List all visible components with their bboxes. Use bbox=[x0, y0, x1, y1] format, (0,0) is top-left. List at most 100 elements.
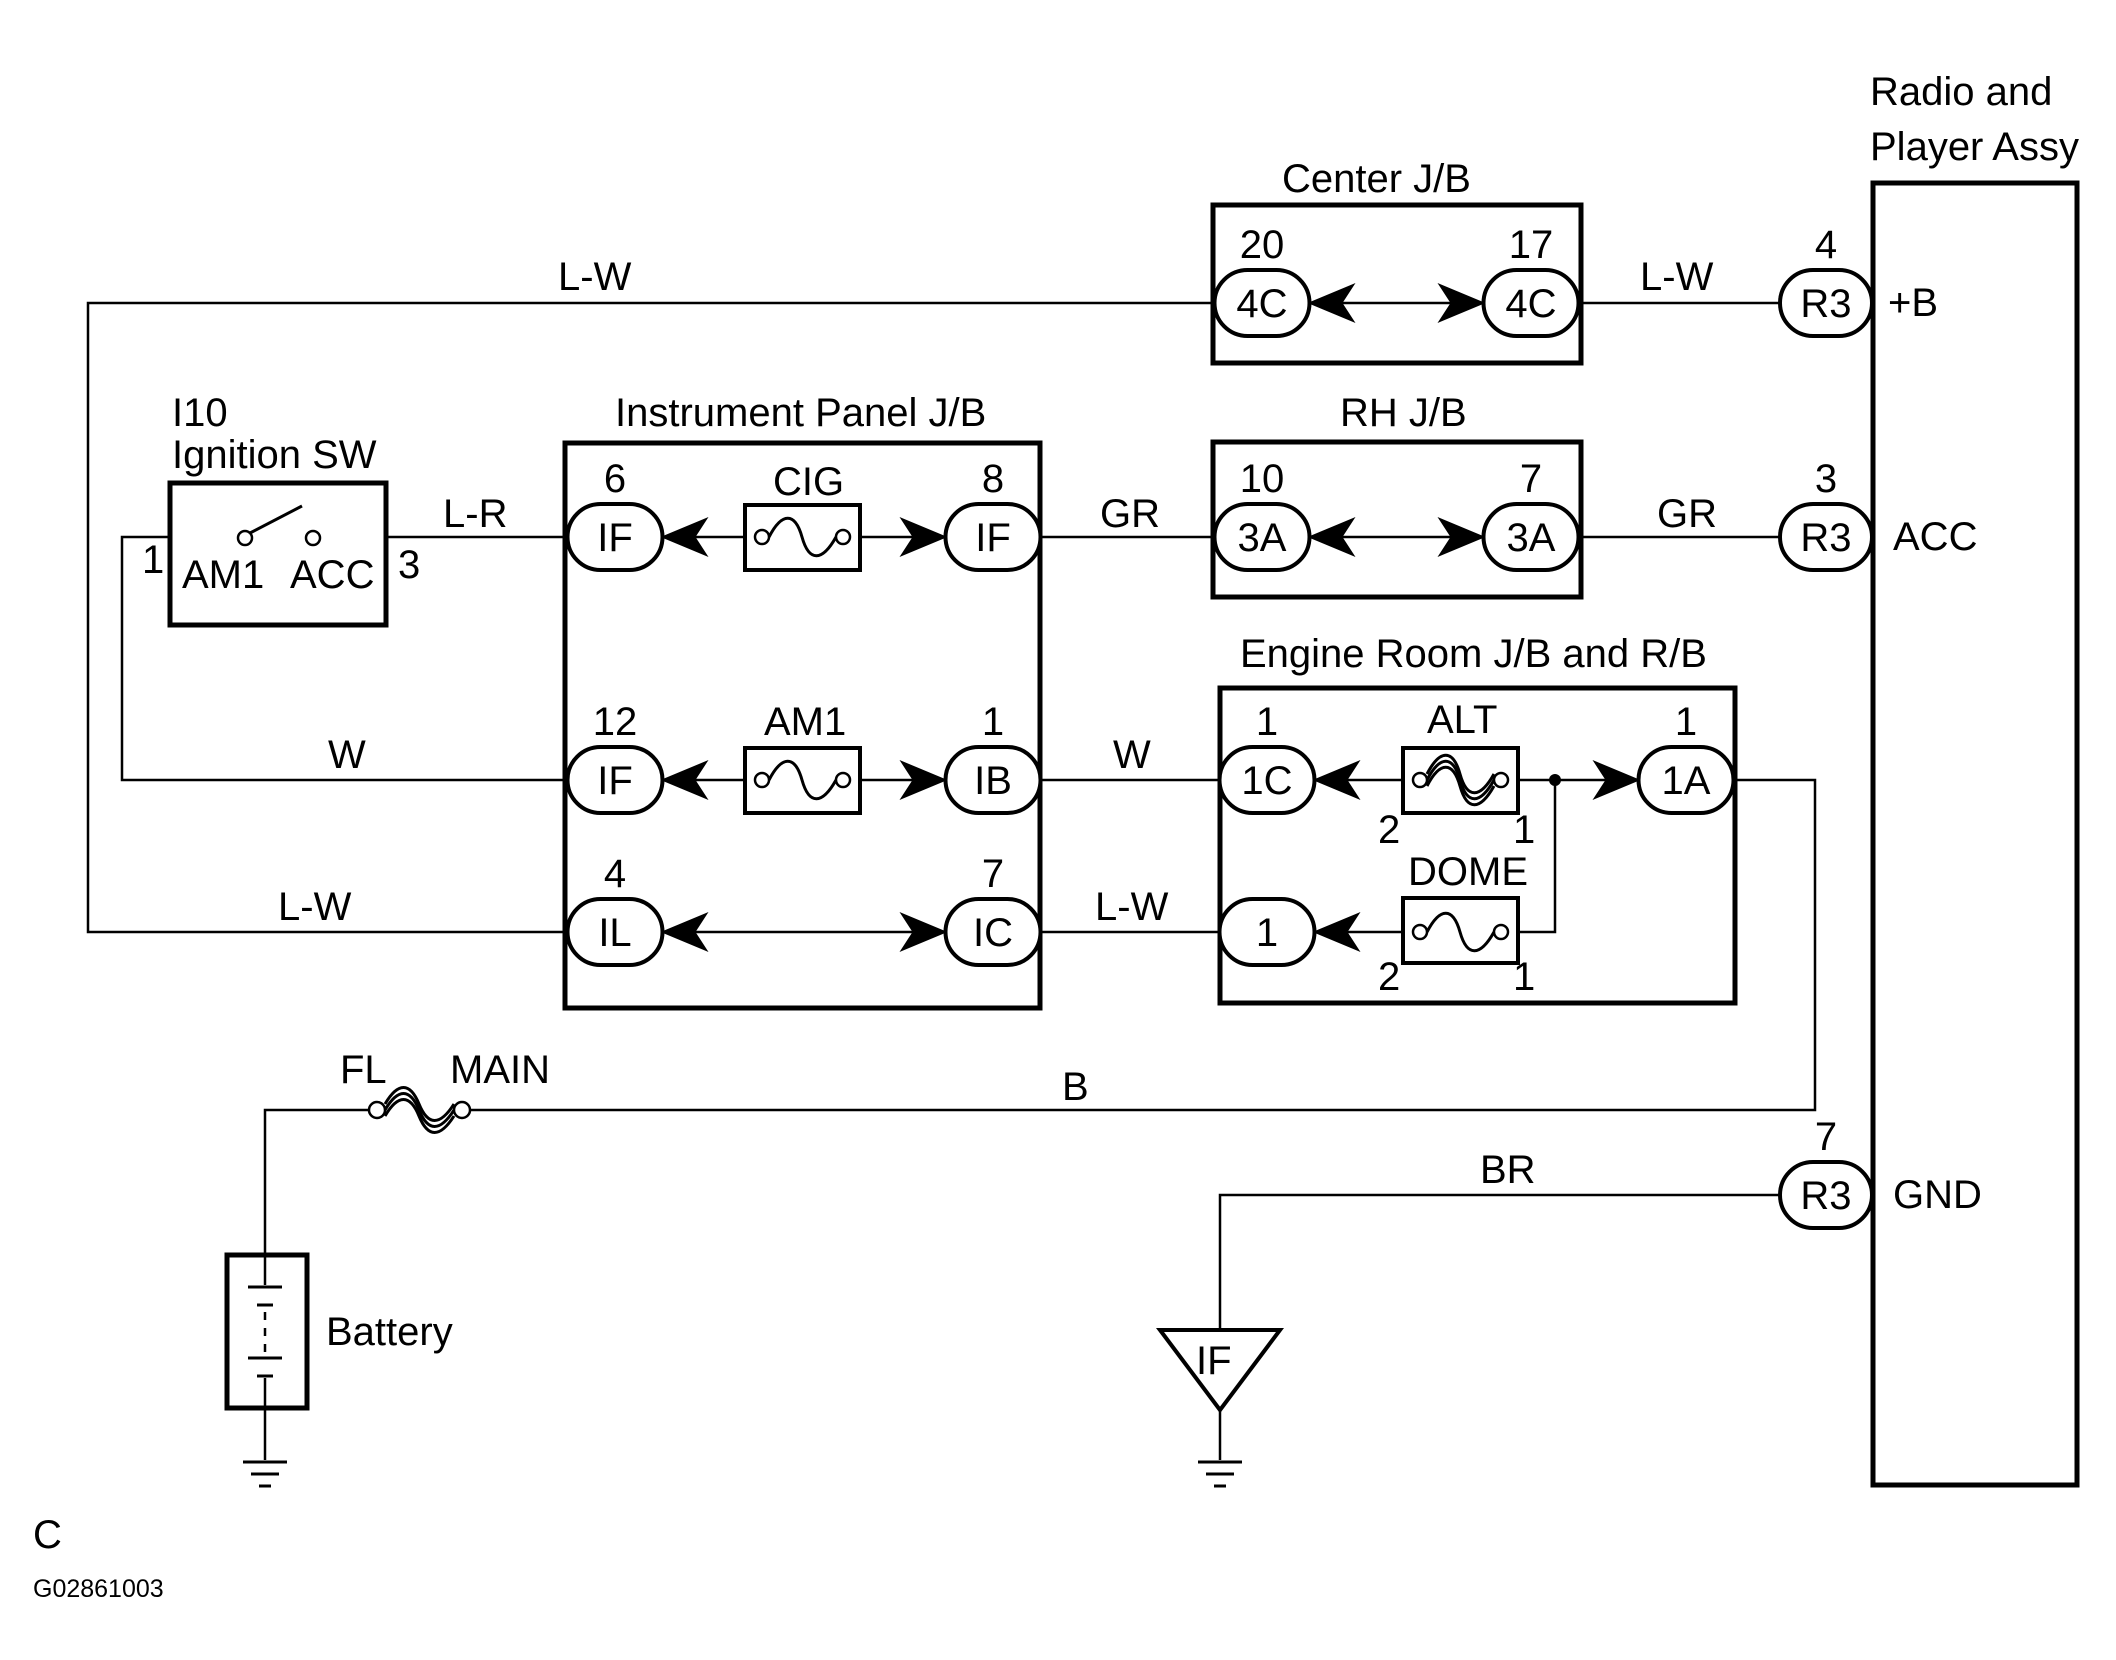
fl-main-icon bbox=[383, 1092, 456, 1128]
connector-c-if-8: IF8 bbox=[899, 457, 1043, 572]
wire-label-lr: L-R bbox=[443, 492, 507, 536]
connector-pin-number: 10 bbox=[1240, 457, 1285, 501]
wire-label-w-mid: W bbox=[1113, 733, 1151, 777]
connector-chevron bbox=[1592, 760, 1641, 800]
fuses: CIG AM1 ALT 2 1 DOME 2 1 FL MAIN bbox=[340, 460, 1535, 1134]
connector-pin-number: 4 bbox=[604, 852, 626, 896]
wire-br bbox=[1218, 1193, 1780, 1330]
connector-pin-number: 7 bbox=[1520, 457, 1542, 501]
connectors: 4C204C17R34IF6IF83A103A7R33IF12IB11C11A1… bbox=[565, 223, 1874, 1230]
wire-lw-loop bbox=[86, 301, 1215, 934]
engine-jb-title: Engine Room J/B and R/B bbox=[1240, 632, 1707, 676]
connector-code: R3 bbox=[1800, 1174, 1851, 1218]
wire-label-gr-right: GR bbox=[1657, 492, 1717, 536]
connector-body bbox=[1778, 1160, 1874, 1230]
connector-chevron bbox=[1437, 517, 1486, 557]
fl-main-icon-3 bbox=[383, 1098, 456, 1134]
ignition-contact-am1 bbox=[236, 529, 254, 547]
radio-pin-b: +B bbox=[1888, 281, 1938, 325]
fl-term-l bbox=[367, 1100, 387, 1120]
engine-jb-box bbox=[1217, 685, 1738, 1006]
connector-chevron bbox=[1307, 517, 1356, 557]
rh-jb-title: RH J/B bbox=[1340, 391, 1467, 435]
fuse-dome-pin2: 2 bbox=[1378, 955, 1400, 999]
connector-code: R3 bbox=[1800, 282, 1851, 326]
radio-box bbox=[1870, 180, 2080, 1488]
connector-body bbox=[1778, 502, 1874, 572]
fuse-dome-icon bbox=[1425, 911, 1496, 953]
connector-c-1a-1: 1A1 bbox=[1592, 700, 1736, 815]
wire-label-b: B bbox=[1062, 1065, 1089, 1109]
connector-pin-number: 7 bbox=[1815, 1115, 1837, 1159]
fuse-dome-label: DOME bbox=[1408, 850, 1528, 894]
radio-player-assy: Radio and Player Assy +B ACC GND bbox=[1870, 70, 2080, 1488]
fuse-dome-term-l bbox=[1411, 923, 1429, 941]
connector-code: 3A bbox=[1238, 516, 1287, 560]
fuse-alt-icon-2 bbox=[1425, 753, 1496, 795]
connector-pin-number: 7 bbox=[982, 852, 1004, 896]
connector-chevron bbox=[1312, 912, 1361, 952]
connector-c-r3-3: R33 bbox=[1778, 457, 1874, 572]
ignition-box bbox=[167, 480, 389, 628]
connector-code: IL bbox=[598, 911, 631, 955]
connector-c-1c-1: 1C1 bbox=[1217, 700, 1361, 815]
connector-chevron bbox=[899, 760, 948, 800]
battery: Battery bbox=[224, 1252, 453, 1411]
fuse-am1-term-r bbox=[834, 771, 852, 789]
ignition-title: Ignition SW bbox=[172, 433, 377, 477]
connector-pin-number: 8 bbox=[982, 457, 1004, 501]
connector-c-if-6: IF6 bbox=[565, 457, 709, 572]
connector-pin-number: 4 bbox=[1815, 223, 1837, 267]
wire-label-lw-top-left: L-W bbox=[558, 255, 632, 299]
instrument-jb-title: Instrument Panel J/B bbox=[615, 391, 986, 435]
fuse-alt-pin2: 2 bbox=[1378, 808, 1400, 852]
fuse-alt-pin1: 1 bbox=[1513, 808, 1535, 852]
connector-chevron bbox=[1312, 760, 1361, 800]
ground-if-icon bbox=[1198, 1460, 1242, 1488]
fuse-alt-label: ALT bbox=[1427, 698, 1497, 742]
connector-chevron bbox=[660, 912, 709, 952]
wire-labels: L-W L-W L-R GR GR W W L-W L-W B BR bbox=[278, 255, 1717, 1192]
connector-body bbox=[1778, 268, 1874, 338]
wire-b bbox=[470, 778, 1817, 1112]
fuse-alt-icon bbox=[1425, 759, 1496, 801]
engine-room-jb: Engine Room J/B and R/B bbox=[1217, 632, 1738, 1006]
connector-chevron bbox=[1307, 283, 1356, 323]
fuse-dome-pin1: 1 bbox=[1513, 955, 1535, 999]
connector-pin-number: 6 bbox=[604, 457, 626, 501]
connector-code: 4C bbox=[1505, 282, 1556, 326]
fuse-cig-icon bbox=[767, 516, 838, 558]
connector-chevron bbox=[1437, 283, 1486, 323]
ignition-pin1: 1 bbox=[142, 538, 164, 582]
ignition-acc: ACC bbox=[290, 553, 374, 597]
footer-letter: C bbox=[33, 1513, 62, 1557]
radio-pin-gnd: GND bbox=[1893, 1173, 1982, 1217]
radio-title-2: Player Assy bbox=[1870, 125, 2079, 169]
inner-dome-line bbox=[1310, 780, 1557, 934]
ground-battery-icon bbox=[243, 1460, 287, 1488]
wire-label-w-left: W bbox=[328, 733, 366, 777]
connector-chevron bbox=[660, 517, 709, 557]
connector-c-dome-1: 1 bbox=[1217, 897, 1361, 967]
instrument-jb-box bbox=[562, 440, 1043, 1011]
battery-box bbox=[224, 1252, 310, 1411]
rh-jb: RH J/B bbox=[1210, 391, 1584, 600]
connector-pin-number: 3 bbox=[1815, 457, 1837, 501]
ignition-switch-blade bbox=[249, 504, 303, 535]
connector-c-r3-4: R34 bbox=[1778, 223, 1874, 338]
connector-c-r3-7: R37 bbox=[1778, 1115, 1874, 1230]
connector-c-3a-7: 3A7 bbox=[1437, 457, 1581, 572]
wire-label-lw-low-mid: L-W bbox=[1095, 885, 1169, 929]
connector-chevron bbox=[899, 517, 948, 557]
center-jb-title: Center J/B bbox=[1282, 157, 1471, 201]
wire-battery bbox=[263, 1108, 377, 1255]
battery-label: Battery bbox=[326, 1310, 453, 1354]
wire-label-br: BR bbox=[1480, 1148, 1536, 1192]
radio-title-1: Radio and bbox=[1870, 70, 2052, 114]
connector-code: 4C bbox=[1236, 282, 1287, 326]
